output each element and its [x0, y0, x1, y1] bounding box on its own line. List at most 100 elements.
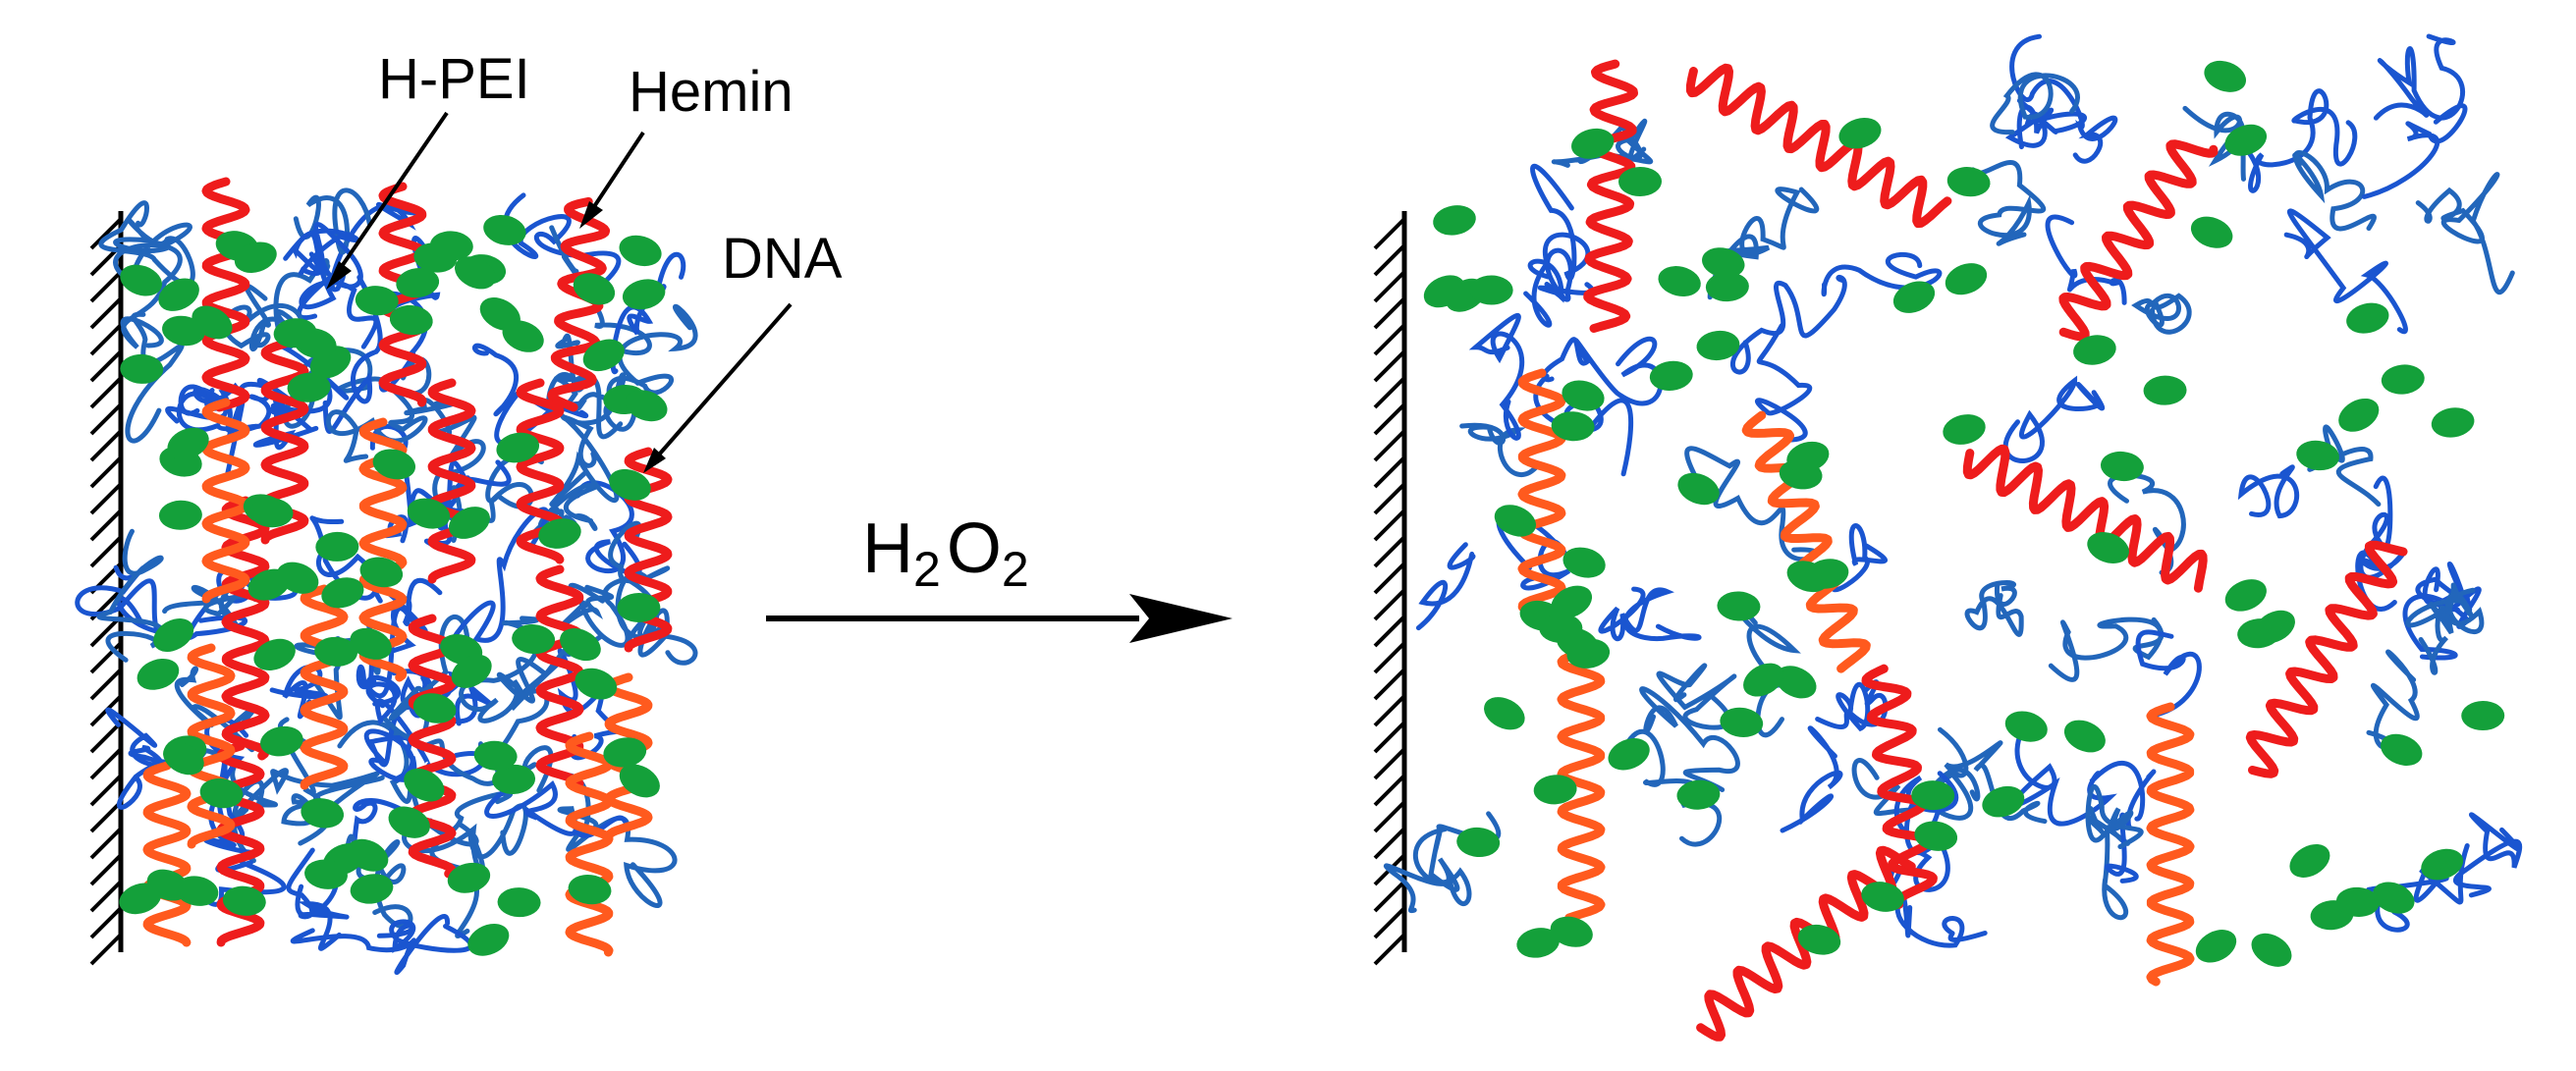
dna-helix	[2146, 702, 2195, 987]
hemin-molecule	[1658, 266, 1701, 296]
hemin-molecule	[582, 339, 625, 372]
hpei-pointer	[334, 111, 449, 277]
hemin-molecule	[2073, 335, 2116, 365]
hpei-chain	[1729, 274, 1847, 375]
dna-helix	[1962, 444, 2208, 593]
hpei-chain	[2361, 103, 2468, 199]
hemin-molecule	[2296, 440, 2339, 471]
hpei-chain	[2292, 150, 2377, 232]
hemin-molecule	[603, 737, 647, 768]
hpei-chain	[2283, 208, 2408, 335]
hatch-mark	[89, 509, 123, 542]
hpei-chain	[1990, 72, 2080, 135]
hpei-chain	[2045, 214, 2127, 305]
hatch-mark	[1373, 641, 1406, 674]
hemin-molecule	[1676, 779, 1721, 810]
hatch-mark	[89, 853, 123, 886]
hpei-chain	[459, 616, 540, 723]
hemin-molecule	[404, 768, 445, 802]
hemin-molecule	[388, 806, 430, 838]
dna-helix	[358, 417, 408, 682]
hemin-molecule	[622, 279, 666, 310]
hemin-molecule	[119, 883, 162, 915]
hemin-molecule	[1649, 360, 1693, 392]
hemin-molecule	[1433, 205, 1476, 236]
hpei-chain	[1815, 679, 1889, 732]
hatch-mark	[89, 455, 123, 489]
hemin-label: Hemin	[629, 60, 794, 124]
hpei-chain	[1656, 663, 1737, 730]
hemin-molecule	[2224, 579, 2267, 612]
hatch-mark	[1373, 800, 1406, 833]
hpei-chain	[2010, 729, 2146, 827]
hpei-chain	[2002, 375, 2106, 463]
hpei-chain	[1707, 187, 1820, 300]
hemin-molecule	[2224, 124, 2268, 156]
hemin-molecule	[1551, 585, 1593, 618]
hpei-chain	[293, 187, 373, 255]
hemin-molecule	[1705, 272, 1749, 302]
hemin-molecule	[1946, 167, 1991, 197]
hemin-molecule	[1702, 247, 1745, 278]
hatch-mark	[89, 721, 123, 754]
reaction-arrow-head	[1129, 594, 1233, 643]
hpei-chain	[561, 372, 627, 468]
hemin-molecule	[2063, 720, 2106, 753]
hatch-mark	[89, 402, 123, 436]
hemin-molecule	[1533, 775, 1577, 805]
hatch-mark	[89, 641, 123, 674]
hemin-molecule	[483, 214, 526, 245]
dna-helix	[547, 196, 611, 412]
hemin-molecule	[389, 304, 433, 336]
hemin-molecule	[568, 874, 612, 905]
hemin-molecule	[492, 764, 536, 794]
hemin-molecule	[1571, 128, 1615, 159]
hatch-mark	[89, 906, 123, 939]
hpei-chain	[125, 311, 185, 444]
dna-helix	[187, 643, 236, 849]
hemin-molecule	[619, 235, 662, 267]
hemin-molecule	[1562, 380, 1605, 411]
hpei-chain	[96, 528, 165, 663]
hatch-mark	[1373, 880, 1406, 913]
hatch-mark	[89, 270, 123, 303]
hemin-molecule	[253, 638, 296, 670]
hemin-molecule	[276, 562, 319, 594]
hemin-molecule	[1861, 882, 1904, 912]
hemin-molecules	[1423, 60, 2505, 967]
hemin-pointer	[587, 131, 645, 216]
hemin-molecule	[350, 627, 392, 660]
hemin-molecule	[448, 507, 490, 539]
hatch-mark	[1373, 217, 1406, 250]
hemin-molecule	[473, 740, 518, 771]
hpei-chain	[98, 200, 195, 287]
hemin-molecule	[1677, 472, 1720, 506]
dna-helix	[221, 496, 270, 761]
hpei-chain	[2415, 172, 2515, 295]
hemin-molecule	[496, 432, 540, 463]
hatch-mark	[1373, 270, 1406, 303]
hpei-chain	[376, 919, 473, 954]
hpei-label: H-PEI	[378, 47, 530, 111]
hemin-molecule	[2195, 930, 2237, 963]
hpei-chain	[1831, 523, 1888, 593]
hatch-mark	[89, 800, 123, 833]
hemin-molecule	[2338, 398, 2380, 432]
hpei-chain	[2004, 98, 2087, 150]
hpei-chain	[576, 574, 670, 658]
hatch-mark	[1373, 562, 1406, 595]
dna-helix	[300, 584, 349, 790]
dna-helix	[1557, 648, 1606, 923]
hemin-molecule	[2335, 886, 2380, 917]
hpei-chain	[484, 780, 630, 838]
dna-helix	[201, 177, 250, 412]
hemin-molecule	[512, 623, 556, 655]
hemin-molecule	[560, 627, 601, 662]
hpei-chain	[2104, 769, 2157, 884]
hemin-molecule	[1484, 697, 1525, 730]
hpei-chain	[478, 633, 604, 763]
hpei-chain	[293, 222, 363, 290]
hemin-molecule	[1838, 117, 1882, 149]
hatch-mark	[89, 668, 123, 701]
hemin-molecule	[1892, 281, 1936, 313]
